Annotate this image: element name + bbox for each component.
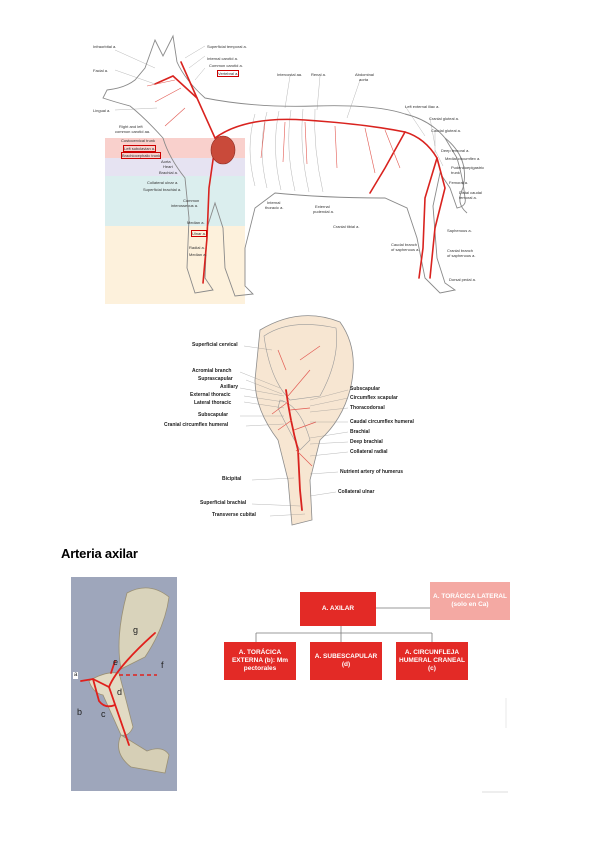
label-common: Common [183,198,200,203]
label-internal-carotid: Internal carotid a. [207,56,238,61]
label-acromial-branch: Acromial branch [192,368,232,374]
label-deep-brachial: Deep brachial [350,439,383,445]
label-caudal-circumflex-humeral: Caudal circumflex humeral [350,419,414,425]
label-right-left: Right and left [119,124,143,129]
label-thoracodorsal: Thoracodorsal [350,405,385,411]
label-costocervical: Costocervical trunk [121,138,156,143]
label-cranial-tibial: Cranial tibial a. [333,224,360,229]
box-toracica-lateral-text: A. TORÁCICA LATERAL (solo en Ca) [433,593,507,608]
label-distal-caudal: Distal caudal [459,190,482,195]
label-radial: Radial a. [189,245,205,250]
band-cream [105,226,245,304]
label-transverse-cubital: Transverse cubital [212,512,256,518]
label-saphenous: Saphenous a. [447,228,472,233]
photo-label-a: a [73,672,79,679]
bone-photo: g e f d a b c [71,577,177,791]
label-of-saphenous: of saphenous a. [447,253,476,258]
box-toracica-externa-text: A. TORÁCICA EXTERNA (b): Mm pectorales [231,649,289,672]
photo-label-e: e [113,657,119,667]
box-subescapular-text: A. SUBESCAPULAR (d) [314,653,378,668]
label-common-carotid: Common carotid a. [209,63,243,68]
section-title: Arteria axilar [61,546,138,561]
label-facial: Facial a. [93,68,109,73]
label-circumflex-scapular: Circumflex scapular [350,395,398,401]
band-lavender [105,158,245,176]
label-superficial-brachial: Superficial brachial [200,500,247,506]
forelimb-arterial-figure: Superficial cervical Acromial branch Sup… [160,310,430,535]
label-superficial-temporal: Superficial temporal a. [207,44,247,49]
label-bicipital: Bicipital [222,476,242,482]
label-external-thoracic: External thoracic [190,392,231,398]
label-lateral-thoracic: Lateral thoracic [194,400,232,406]
label-cranial-circumflex-humeral: Cranial circumflex humeral [164,422,229,428]
photo-label-d: d [117,687,123,697]
box-subescapular: A. SUBESCAPULAR (d) [310,642,382,680]
label-abdominal: Abdominal [355,72,374,77]
label-femoral-a: femoral a. [459,195,477,200]
label-femoral: Femoral a. [449,180,469,185]
photo-label-c: c [101,709,106,719]
label-left-subclavian: Left subclavian a. [123,145,157,152]
box-axilar-text: A. AXILAR [321,605,355,612]
photo-label-g: g [133,625,139,635]
label-superficial-brachial: Superficial brachial a. [143,187,182,192]
label-external: External [315,204,330,209]
label-internal-thoracic: thoracic a. [265,205,284,210]
label-deep-femoral: Deep femoral a. [441,148,470,153]
photo-label-b: b [77,707,83,717]
axilar-hierarchy-diagram: A. AXILAR A. TORÁCICA LATERAL (solo en C… [190,578,520,793]
box-toracica-externa: A. TORÁCICA EXTERNA (b): Mm pectorales [224,642,296,680]
label-cranial-branch: Cranial branch [447,248,474,253]
label-heart: Heart [163,164,173,169]
label-aorta-top: aorta [359,77,369,82]
dog-arterial-figure: Infraorbital a. Facial a. Lingual a. Rig… [85,28,505,308]
label-superficial-cervical: Superficial cervical [192,342,238,348]
label-common-carotid-aa: common carotid aa. [115,129,151,134]
box-axilar: A. AXILAR [300,592,376,626]
label-median-2: Median a. [189,252,207,257]
box-circunfleja-humeral: A. CIRCUNFLEJA HUMERAL CRANEAL (c) [396,642,468,680]
label-dorsal-pedal: Dorsal pedal a. [449,277,476,282]
box-circunfleja-humeral-text: A. CIRCUNFLEJA HUMERAL CRANEAL (c) [399,649,465,672]
band-mint [105,176,245,226]
label-common-interosseous: interosseous a. [171,203,199,208]
label-pudendoepigastric: Pudendoepigastric [451,165,485,170]
label-caudal-gluteal: Caudal gluteal a. [431,128,462,133]
label-median-1: Median a. [187,220,205,225]
label-renal: Renal a. [311,72,326,77]
label-trunk: trunk [451,170,460,175]
label-collateral-radial: Collateral radial [350,449,388,455]
bone-photo-svg [80,587,170,774]
label-infraorbital: Infraorbital a. [93,44,117,49]
label-suprascapular: Suprascapular [198,376,233,382]
box-toracica-lateral: A. TORÁCICA LATERAL (solo en Ca) [430,582,510,620]
forelimb-outline-svg [239,315,354,526]
label-subscapular-right: Subscapular [350,386,381,392]
label-caudal-branch: Caudal branch [391,242,418,247]
label-external-pudendal: pudendal a. [313,209,334,214]
label-internal: Internal [267,200,281,205]
label-brachial: Brachial a. [159,170,178,175]
label-brachial-right: Brachial [350,429,370,435]
label-left-external-iliac: Left external iliac a. [405,104,440,109]
label-collateral-ulnar: Collateral ulnar a. [147,180,179,185]
label-brachiocephalic: Brachiocephalic trunk [121,152,162,159]
photo-label-f: f [161,660,164,670]
label-vertebral: Vertebral a. [217,70,240,77]
label-caudal-saphenous: of saphenous a. [391,247,420,252]
label-subscapular-left: Subscapular [198,412,229,418]
label-collateral-ulnar-right: Collateral ulnar [338,489,375,495]
label-axillary: Axillary [220,384,239,390]
band-pink [105,138,245,158]
label-intercostal: Intercostal aa. [277,72,303,77]
label-medial-circumflex: Medial circumflex a. [445,156,481,161]
label-nutrient-artery: Nutrient artery of humerus [340,469,404,475]
dog-outline-svg [102,34,468,297]
label-aorta: Aorta [161,159,171,164]
label-cranial-gluteal: Cranial gluteal a. [429,116,460,121]
label-ulnar: Ulnar a. [191,230,208,237]
label-lingual: Lingual a. [93,108,111,113]
